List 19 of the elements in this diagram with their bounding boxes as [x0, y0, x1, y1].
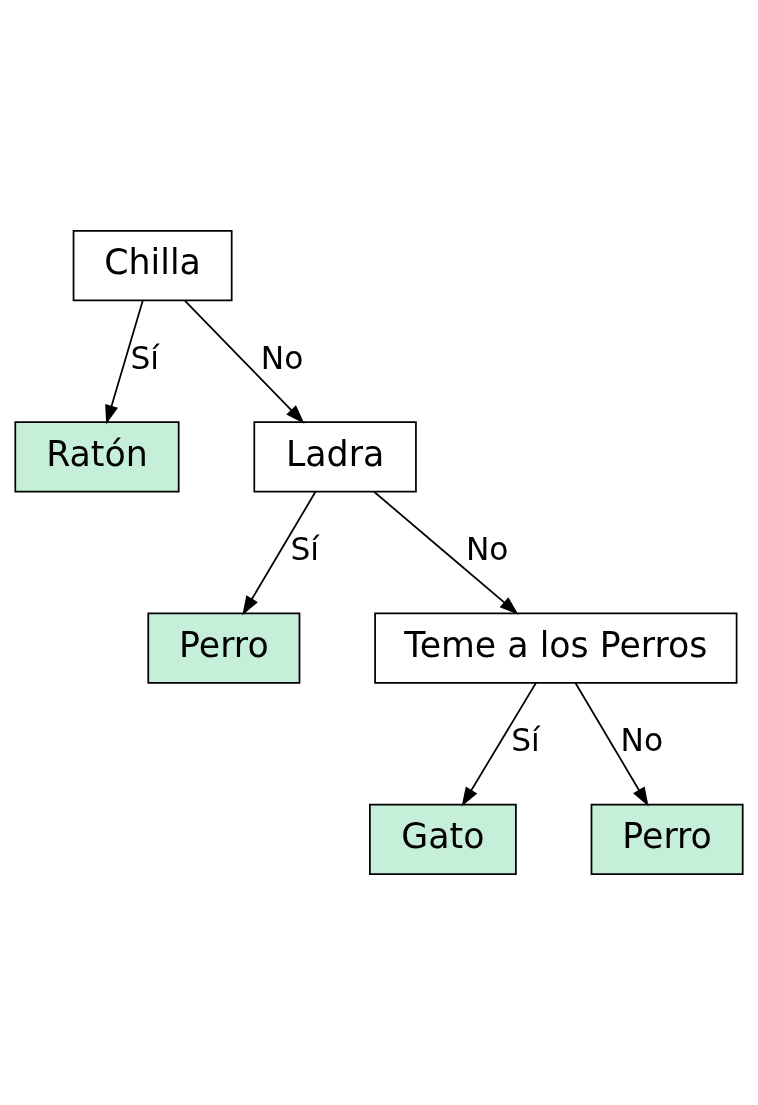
edge-label: No: [465, 531, 509, 568]
node-box: Gato: [369, 803, 517, 875]
node-box: Teme a los Perros: [374, 612, 738, 684]
node-box: Perro: [590, 803, 744, 875]
node-box: Ratón: [14, 421, 180, 493]
edge-label: Sí: [130, 339, 160, 376]
edge-label: No: [260, 339, 304, 376]
arrow: [574, 682, 649, 807]
arrow: [183, 299, 305, 424]
arrow: [242, 490, 317, 616]
node-box: Perro: [147, 612, 301, 684]
edge-label: No: [620, 722, 664, 759]
node-box: Ladra: [253, 421, 417, 493]
arrow: [105, 299, 144, 425]
node-box: Chilla: [72, 230, 233, 302]
arrow: [373, 490, 519, 615]
edge-label: Sí: [511, 722, 540, 759]
arrow: [461, 682, 537, 807]
edge-label: Sí: [290, 531, 319, 568]
